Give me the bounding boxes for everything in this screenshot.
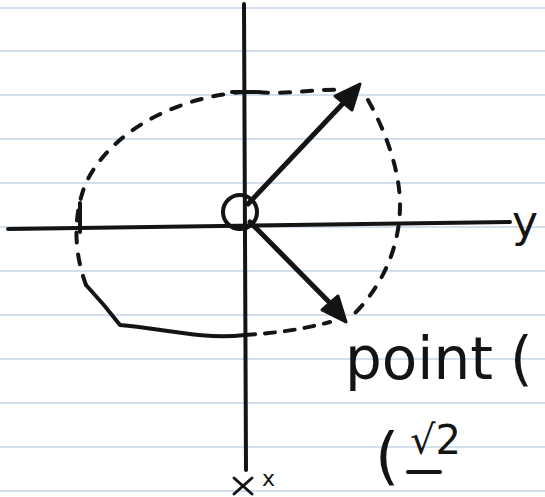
dashed-circle xyxy=(258,90,400,318)
note-text: ( xyxy=(510,330,533,388)
dashed-circle xyxy=(76,92,245,285)
axis-mark xyxy=(234,478,252,494)
arrow-head xyxy=(322,296,346,322)
vector-arrow xyxy=(248,96,350,204)
ruled-lines xyxy=(0,8,545,491)
vector-arrow xyxy=(250,222,335,308)
vertical-axis xyxy=(244,4,246,470)
fraction-bar xyxy=(408,470,440,474)
axis-label: y xyxy=(512,200,538,244)
axis-label: x xyxy=(262,468,275,490)
dashed-circle xyxy=(245,322,330,335)
note-text: ( xyxy=(375,425,399,487)
arrow-head xyxy=(335,84,360,110)
solid-arc xyxy=(86,285,245,336)
note-text: √2 xyxy=(410,420,461,460)
note-text: point xyxy=(345,330,493,388)
